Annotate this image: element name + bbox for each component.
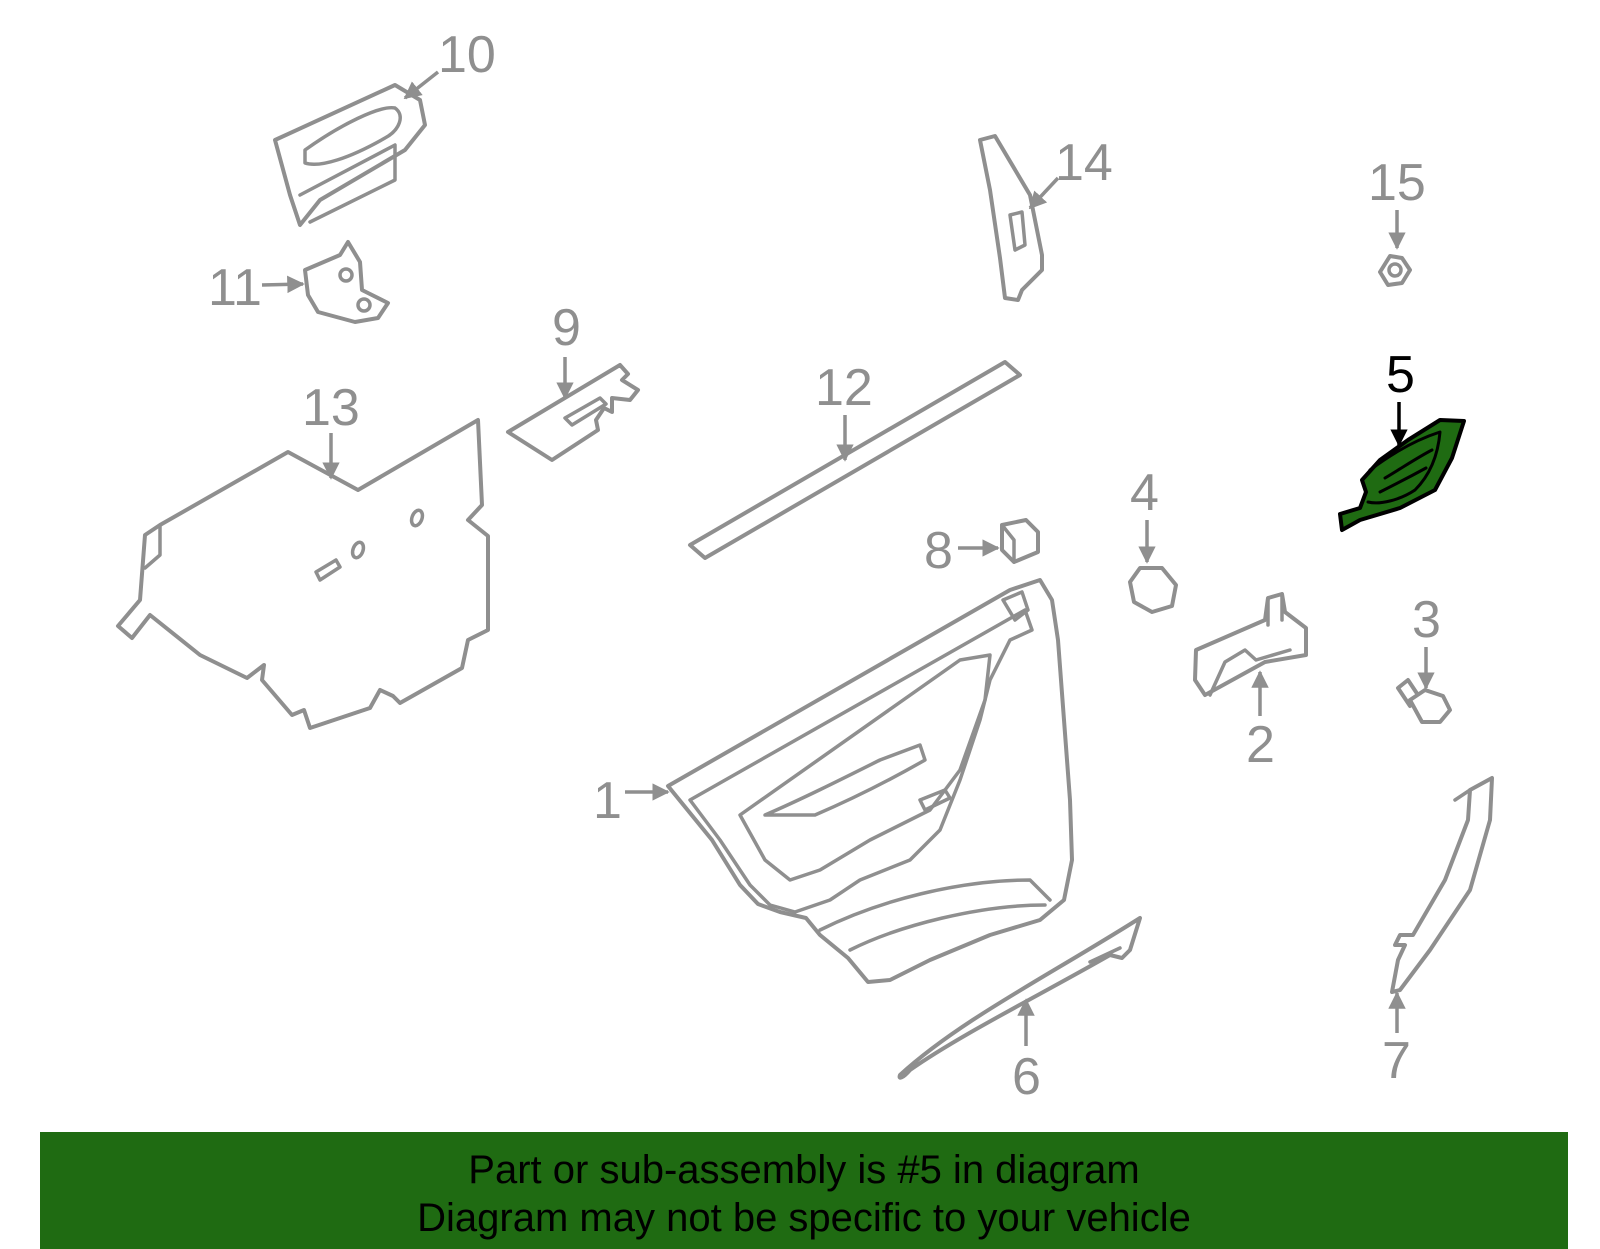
callout-3: 3 <box>1412 591 1441 649</box>
info-banner: Part or sub-assembly is #5 in diagram Di… <box>40 1132 1568 1249</box>
part-5-door-handle-bezel[interactable] <box>1338 418 1466 532</box>
leader-14 <box>1028 176 1060 210</box>
callout-4: 4 <box>1130 464 1159 522</box>
leader-11 <box>261 275 305 294</box>
callout-15: 15 <box>1368 154 1426 212</box>
callout-8: 8 <box>924 522 953 580</box>
banner-line-2: Diagram may not be specific to your vehi… <box>417 1196 1191 1240</box>
callout-6: 6 <box>1012 1048 1041 1106</box>
callout-12: 12 <box>815 359 873 417</box>
callout-13: 13 <box>302 379 360 437</box>
callout-5: 5 <box>1386 346 1415 404</box>
part-4-plug[interactable] <box>1128 566 1178 614</box>
part-8-clip[interactable] <box>1000 518 1040 564</box>
callout-9: 9 <box>552 299 581 357</box>
callout-2: 2 <box>1246 716 1275 774</box>
part-12-weatherstrip[interactable] <box>688 360 1022 560</box>
part-11-bracket[interactable] <box>303 240 390 324</box>
part-1-door-trim-panel[interactable] <box>666 578 1074 984</box>
part-14-pillar-trim[interactable] <box>978 134 1044 302</box>
callout-7: 7 <box>1382 1032 1411 1090</box>
leader-10 <box>403 70 440 100</box>
callout-14: 14 <box>1055 134 1113 192</box>
part-10-handle-bezel[interactable] <box>273 83 427 227</box>
banner-line-1: Part or sub-assembly is #5 in diagram <box>468 1148 1140 1192</box>
part-2-pull-bracket[interactable] <box>1193 592 1308 697</box>
part-13-water-shield[interactable] <box>116 418 490 730</box>
part-3-bolt[interactable] <box>1396 678 1452 724</box>
part-7-pillar-molding[interactable] <box>1390 776 1494 994</box>
part-15-nut[interactable] <box>1378 254 1412 287</box>
part-6-lower-trim-strip[interactable] <box>897 916 1142 1080</box>
callout-1: 1 <box>593 772 622 830</box>
callout-10: 10 <box>438 26 496 84</box>
callout-11: 11 <box>208 259 262 317</box>
part-9-switch-bezel[interactable] <box>506 363 640 462</box>
